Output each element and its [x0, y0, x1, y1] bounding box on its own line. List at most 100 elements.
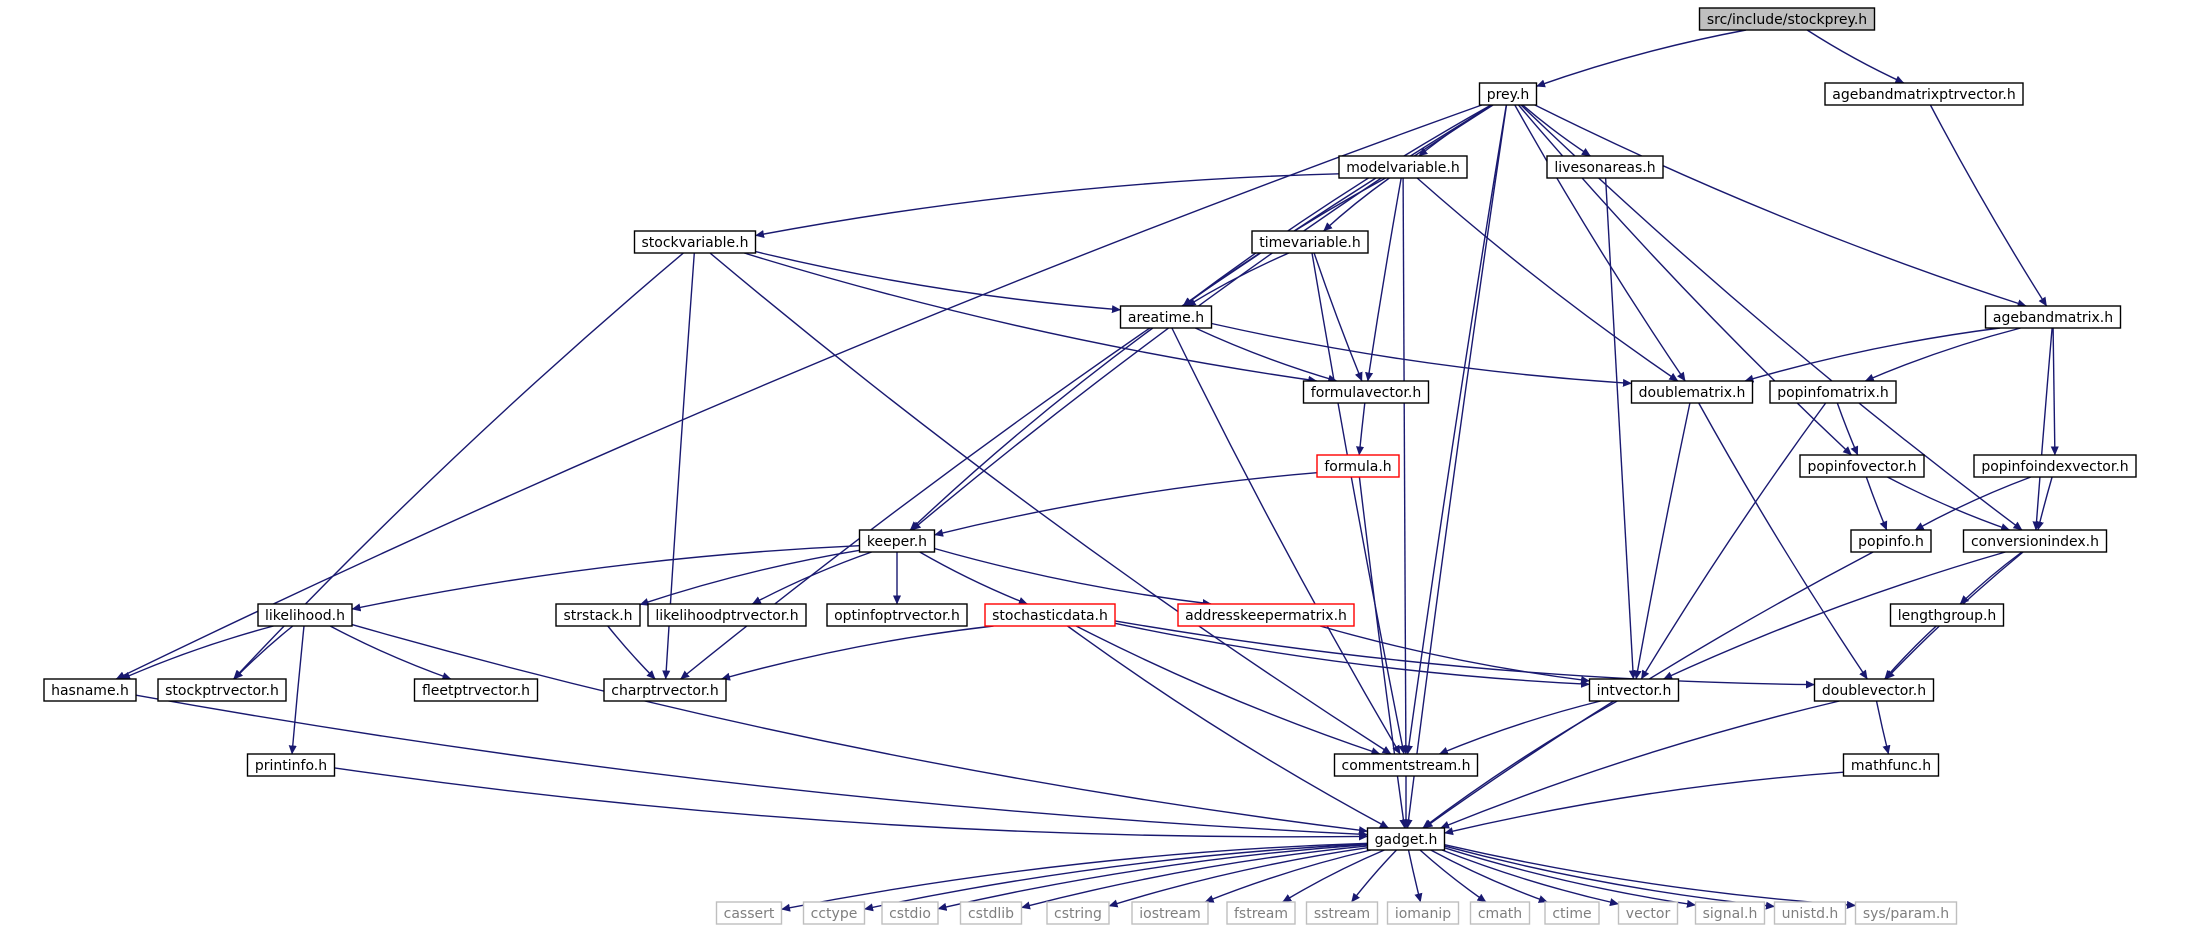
edge-prey-to-livesonareas: [1522, 104, 1591, 157]
edge-prey-to-hasname: [115, 104, 1483, 680]
node-box: [881, 901, 939, 925]
node-label: prey.h: [1487, 87, 1530, 103]
node-areatime[interactable]: areatime.h: [1119, 305, 1213, 329]
edge-agebandmatrix-to-popinfomatrix: [1864, 327, 2021, 382]
node-box: [1131, 901, 1209, 925]
node-keeper[interactable]: keeper.h: [858, 529, 936, 553]
node-box: [1226, 901, 1296, 925]
node-cstdlib: cstdlib: [959, 901, 1023, 925]
node-cmath: cmath: [1469, 901, 1531, 925]
node-box: [1962, 529, 2108, 553]
node-box: [1984, 305, 2122, 329]
node-timevariable[interactable]: timevariable.h: [1251, 230, 1369, 254]
node-mathfunc[interactable]: mathfunc.h: [1842, 753, 1940, 777]
node-label: cmath: [1478, 906, 1522, 922]
node-box: [1366, 827, 1446, 851]
node-commentstream[interactable]: commentstream.h: [1333, 753, 1479, 777]
edge-root-to-agebandmatrixptrvector: [1806, 29, 1905, 84]
node-optinfoptrvector[interactable]: optinfoptrvector.h: [826, 603, 968, 627]
node-label: cctype: [811, 906, 858, 922]
node-popinfovector[interactable]: popinfovector.h: [1799, 454, 1925, 478]
edge-gadget-to-cstdlib: [1021, 845, 1368, 910]
node-label: stockptrvector.h: [165, 683, 279, 699]
node-label: mathfunc.h: [1851, 758, 1931, 774]
node-box: [1854, 901, 1958, 925]
node-popinfomatrix[interactable]: popinfomatrix.h: [1769, 380, 1897, 404]
edge-timevariable-to-commentstream: [1311, 252, 1407, 755]
node-stockvariable[interactable]: stockvariable.h: [633, 230, 757, 254]
node-popinfoindexvector[interactable]: popinfoindexvector.h: [1973, 454, 2137, 478]
node-box: [157, 678, 287, 702]
node-stochasticdata[interactable]: stochasticdata.h: [984, 603, 1116, 627]
node-modelvariable[interactable]: modelvariable.h: [1338, 155, 1468, 179]
node-box: [633, 230, 757, 254]
node-fleetptrvector[interactable]: fleetptrvector.h: [413, 678, 539, 702]
node-likelihood[interactable]: likelihood.h: [257, 603, 353, 627]
edge-agebandmatrixptrvector-to-agebandmatrix: [1929, 104, 2048, 307]
node-label: likelihoodptrvector.h: [655, 608, 798, 624]
node-box: [257, 603, 353, 627]
node-label: agebandmatrix.h: [1993, 310, 2113, 326]
node-gadget[interactable]: gadget.h: [1366, 827, 1446, 851]
node-hasname[interactable]: hasname.h: [43, 678, 137, 702]
edge-conversionindex-to-intvector: [1663, 551, 2006, 680]
node-box: [1386, 901, 1460, 925]
node-strstack[interactable]: strstack.h: [555, 603, 641, 627]
node-box: [1824, 82, 2024, 106]
node-box: [1251, 230, 1369, 254]
node-charptrvector[interactable]: charptrvector.h: [603, 678, 727, 702]
node-doublevector[interactable]: doublevector.h: [1813, 678, 1935, 702]
node-box: [1302, 380, 1430, 404]
edge-gadget-to-iomanip: [1407, 849, 1423, 903]
node-box: [413, 678, 539, 702]
edge-intvector-to-commentstream: [1438, 700, 1601, 755]
edge-doublevector-to-mathfunc: [1875, 700, 1891, 755]
node-box: [1544, 901, 1600, 925]
edge-prey-to-popinfovector: [1517, 104, 1852, 456]
edge-strstack-to-charptrvector: [607, 625, 656, 680]
edge-livesonareas-to-intvector: [1604, 177, 1637, 680]
node-unistd: unistd.h: [1773, 901, 1847, 925]
edge-conversionindex-to-lengthgroup: [1959, 551, 2023, 605]
node-stockptrvector[interactable]: stockptrvector.h: [157, 678, 287, 702]
node-agebandmatrixptrvector[interactable]: agebandmatrixptrvector.h: [1824, 82, 2024, 106]
edge-lengthgroup-to-doublevector: [1884, 625, 1937, 680]
edge-prey-to-areatime: [1182, 104, 1492, 307]
node-intvector[interactable]: intvector.h: [1588, 678, 1680, 702]
node-lengthgroup[interactable]: lengthgroup.h: [1889, 603, 2005, 627]
node-prey[interactable]: prey.h: [1478, 82, 1538, 106]
node-box: [1046, 901, 1110, 925]
node-printinfo[interactable]: printinfo.h: [246, 753, 336, 777]
edge-stockvariable-to-commentstream: [709, 252, 1392, 755]
node-label: livesonareas.h: [1554, 160, 1655, 176]
node-agebandmatrix[interactable]: agebandmatrix.h: [1984, 305, 2122, 329]
node-label: formula.h: [1324, 459, 1391, 475]
edge-keeper-to-likelihoodptrvector: [751, 551, 872, 605]
node-sstream: sstream: [1305, 901, 1379, 925]
node-label: strstack.h: [563, 608, 632, 624]
node-formulavector[interactable]: formulavector.h: [1302, 380, 1430, 404]
node-popinfo[interactable]: popinfo.h: [1850, 529, 1932, 553]
node-box: [826, 603, 968, 627]
edge-modelvariable-to-timevariable: [1323, 177, 1390, 232]
edge-likelihood-to-fleetptrvector: [329, 625, 452, 680]
node-likelihoodptrvector[interactable]: likelihoodptrvector.h: [647, 603, 807, 627]
edge-prey-to-agebandmatrix: [1534, 104, 2027, 308]
node-iomanip: iomanip: [1386, 901, 1460, 925]
node-box: [1889, 603, 2005, 627]
node-cassert: cassert: [715, 901, 783, 925]
node-conversionindex[interactable]: conversionindex.h: [1962, 529, 2108, 553]
edge-prey-to-gadget: [1404, 104, 1508, 829]
node-livesonareas[interactable]: livesonareas.h: [1546, 155, 1664, 179]
edge-addresskeepermatrix-to-intvector: [1319, 625, 1590, 684]
node-fstream: fstream: [1226, 901, 1296, 925]
node-doublematrix[interactable]: doublematrix.h: [1630, 380, 1754, 404]
node-box: [647, 603, 807, 627]
node-label: gadget.h: [1375, 832, 1438, 848]
node-label: iostream: [1139, 906, 1201, 922]
edge-stockvariable-to-formulavector: [743, 252, 1318, 384]
node-addresskeepermatrix[interactable]: addresskeepermatrix.h: [1177, 603, 1355, 627]
node-formula[interactable]: formula.h: [1316, 454, 1400, 478]
node-label: cstdio: [889, 906, 931, 922]
